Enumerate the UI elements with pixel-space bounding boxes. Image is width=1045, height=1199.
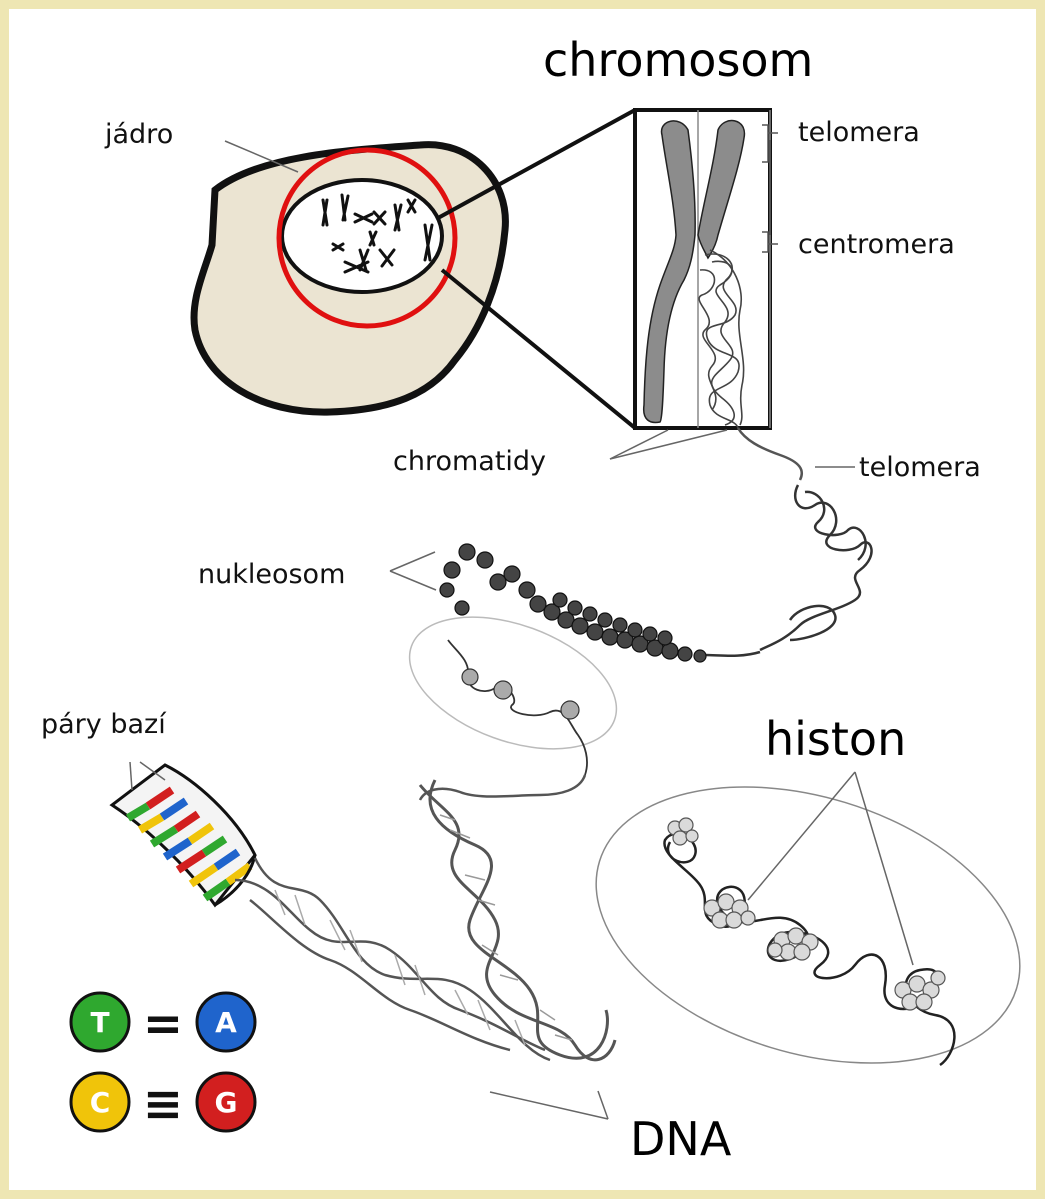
- centromere-label: centromera: [798, 229, 955, 260]
- chromatids-label: chromatidy: [393, 446, 546, 477]
- nucleus: [282, 180, 442, 292]
- dna-structure-diagram: T = A C ≡ G: [9, 9, 1036, 1190]
- adenine-letter: A: [215, 1006, 237, 1039]
- chromatin-tail: [738, 428, 802, 480]
- chromosome-title: chromosom: [543, 33, 813, 87]
- cytosine-letter: C: [90, 1086, 111, 1119]
- histone-detail-large: [562, 739, 1036, 1111]
- center-helix: [420, 780, 615, 1060]
- solenoid: [705, 485, 872, 656]
- base-pairs-label: páry bazí: [41, 709, 166, 740]
- base-pair-c-g: C ≡ G: [71, 1073, 255, 1132]
- nucleus-label: jádro: [105, 119, 173, 150]
- guanine-letter: G: [215, 1086, 238, 1119]
- triple-bond-symbol: ≡: [143, 1076, 183, 1132]
- dna-title: DNA: [630, 1112, 731, 1166]
- histone-title: histon: [765, 712, 906, 766]
- nucleosome-beads: [440, 544, 706, 662]
- thymine-letter: T: [90, 1006, 109, 1039]
- base-pair-t-a: T = A: [71, 993, 255, 1052]
- chromosome-panel: [635, 110, 802, 480]
- nucleosome-label: nukleosom: [198, 559, 345, 590]
- telomere-label-top: telomera: [798, 117, 920, 148]
- double-bond-symbol: =: [143, 996, 183, 1052]
- figure-frame: T = A C ≡ G chromosom jádro telomera cen…: [9, 9, 1036, 1190]
- telomere-label-bottom: telomera: [859, 452, 981, 483]
- base-pair-legend: T = A C ≡ G: [71, 993, 255, 1132]
- cell: [194, 145, 505, 413]
- linker-dna: [420, 775, 585, 800]
